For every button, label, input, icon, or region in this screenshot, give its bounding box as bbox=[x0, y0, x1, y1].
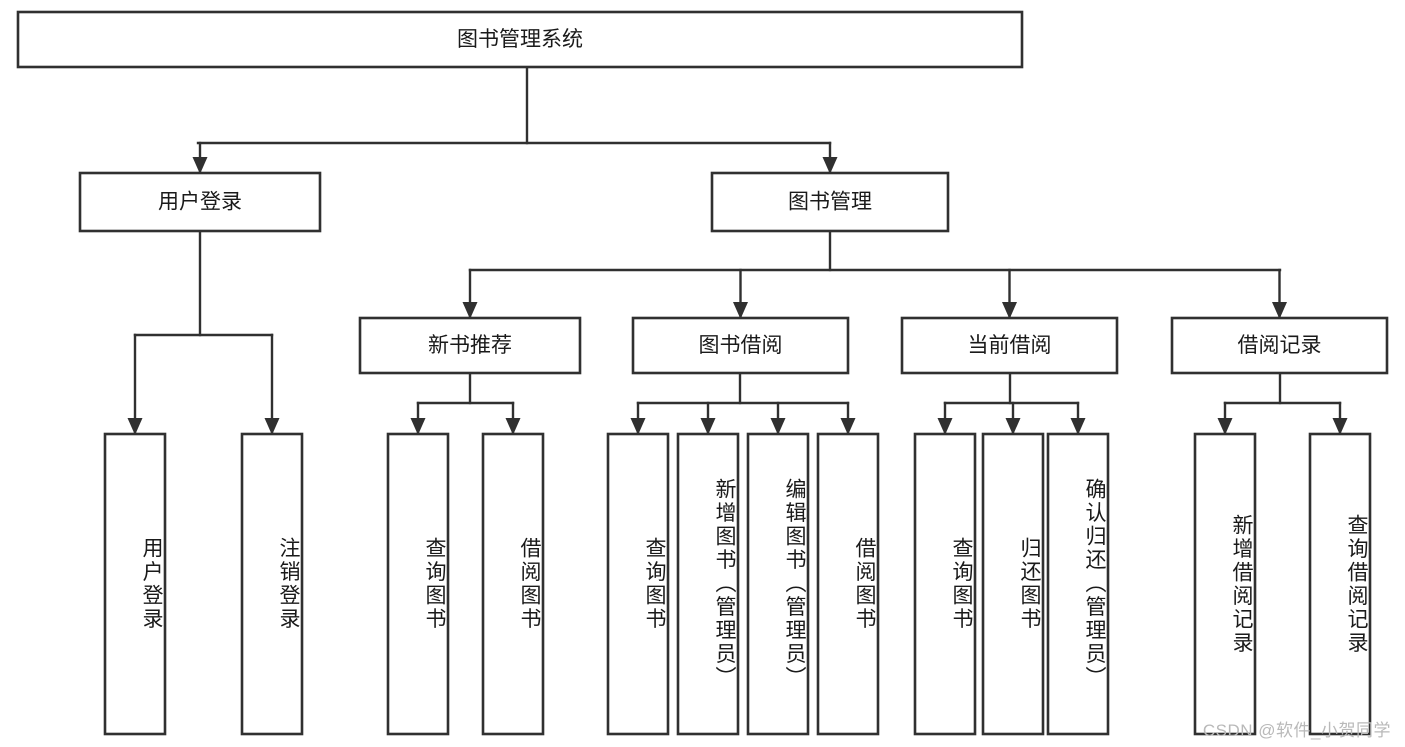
arrow-head-icon bbox=[733, 302, 748, 319]
arrow-head-icon bbox=[1217, 418, 1233, 435]
node-label-current-borrow: 当前借阅 bbox=[968, 334, 1052, 357]
arrow-head-icon bbox=[937, 418, 953, 435]
arrow-head-icon bbox=[700, 418, 716, 435]
node-box-leaf-edit-book[interactable] bbox=[746, 432, 810, 736]
node-box-book-manage[interactable] bbox=[710, 171, 950, 233]
node-box-leaf-query-book-3[interactable] bbox=[913, 432, 977, 736]
watermark-text: CSDN @软件_小贺同学 bbox=[1202, 721, 1391, 740]
node-box-borrow-record[interactable] bbox=[1170, 316, 1389, 375]
node-label-new-book-recommend: 新书推荐 bbox=[428, 334, 512, 357]
arrow-head-icon bbox=[840, 418, 856, 435]
node-box-leaf-borrow-book-2[interactable] bbox=[816, 432, 880, 736]
arrow-head-icon bbox=[1002, 302, 1017, 319]
node-box-book-borrow[interactable] bbox=[631, 316, 850, 375]
arrow-head-icon bbox=[127, 418, 143, 435]
node-box-leaf-add-record[interactable] bbox=[1193, 432, 1257, 736]
node-label-root: 图书管理系统 bbox=[457, 28, 583, 51]
arrow-head-icon bbox=[770, 418, 786, 435]
node-box-leaf-add-book[interactable] bbox=[676, 432, 740, 736]
node-box-root[interactable] bbox=[16, 10, 1024, 69]
node-label-user-login: 用户登录 bbox=[158, 191, 242, 214]
node-box-new-book-recommend[interactable] bbox=[358, 316, 582, 375]
node-box-leaf-user-logout[interactable] bbox=[240, 432, 304, 736]
arrow-head-icon bbox=[1332, 418, 1348, 435]
node-label-book-manage: 图书管理 bbox=[788, 191, 872, 214]
node-box-leaf-confirm-return[interactable] bbox=[1046, 432, 1110, 736]
arrow-head-icon bbox=[630, 418, 646, 435]
arrow-head-icon bbox=[822, 157, 838, 174]
node-label-book-borrow: 图书借阅 bbox=[699, 334, 783, 357]
arrow-head-icon bbox=[505, 418, 521, 435]
node-box-leaf-return-book[interactable] bbox=[981, 432, 1045, 736]
arrow-head-icon bbox=[264, 418, 280, 435]
node-box-user-login[interactable] bbox=[78, 171, 322, 233]
arrow-head-icon bbox=[462, 302, 478, 319]
arrow-head-icon bbox=[1272, 302, 1287, 319]
arrow-head-icon bbox=[192, 157, 208, 174]
connector-edges-layer bbox=[127, 65, 1348, 435]
node-box-leaf-query-record[interactable] bbox=[1308, 432, 1372, 736]
node-box-leaf-query-book-1[interactable] bbox=[386, 432, 450, 736]
arrow-head-icon bbox=[1005, 418, 1021, 435]
node-label-borrow-record: 借阅记录 bbox=[1238, 334, 1322, 357]
node-boxes-layer bbox=[16, 10, 1389, 736]
node-box-leaf-user-login[interactable] bbox=[103, 432, 167, 736]
arrow-head-icon bbox=[1070, 418, 1086, 435]
node-box-leaf-query-book-2[interactable] bbox=[606, 432, 670, 736]
node-box-current-borrow[interactable] bbox=[900, 316, 1119, 375]
arrow-head-icon bbox=[410, 418, 426, 435]
node-box-leaf-borrow-book-1[interactable] bbox=[481, 432, 545, 736]
